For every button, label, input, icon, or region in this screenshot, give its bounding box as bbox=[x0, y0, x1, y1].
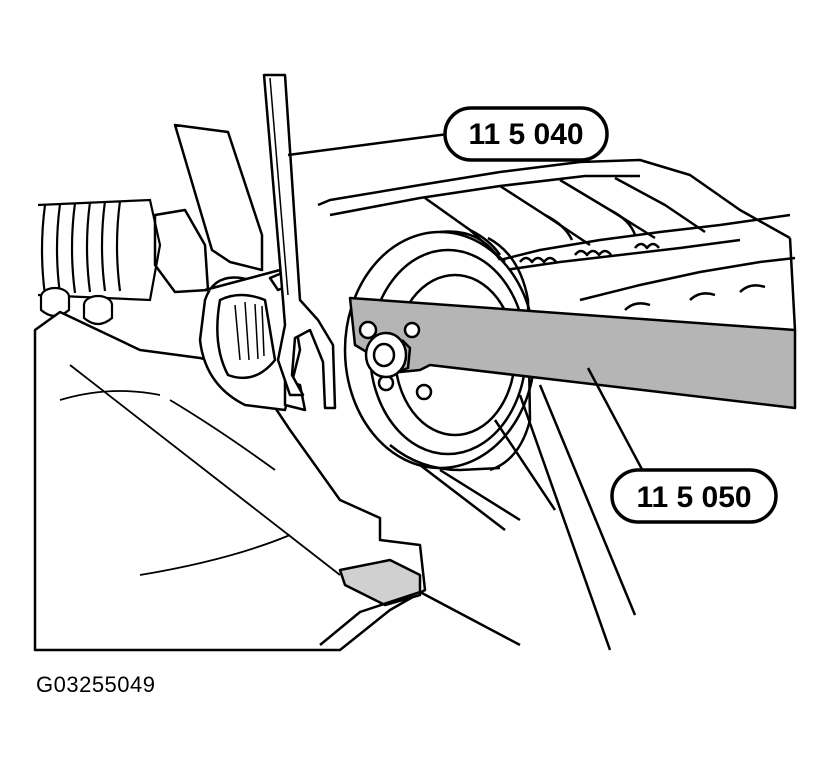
callout-box-11-5-040 bbox=[443, 106, 609, 162]
engine-block bbox=[317, 158, 797, 331]
callout-box-11-5-050 bbox=[610, 468, 778, 524]
callout-label-11-5-040: 11 5 040 bbox=[468, 118, 583, 151]
bellows-hose bbox=[37, 198, 162, 302]
fan-shroud bbox=[33, 310, 521, 652]
callout-label-11-5-050: 11 5 050 bbox=[636, 481, 751, 514]
callout-11-5-040: 11 5 040 bbox=[287, 106, 609, 162]
wrench-11-5-040 bbox=[262, 73, 337, 410]
figure-id: G03255049 bbox=[36, 672, 156, 697]
drive-belt bbox=[493, 384, 637, 651]
holding-fixture-11-5-050 bbox=[348, 296, 797, 410]
crankshaft-pulley bbox=[343, 230, 537, 531]
fan-blade bbox=[153, 123, 264, 294]
housing-bolts bbox=[39, 286, 114, 326]
callout-11-5-050: 11 5 050 bbox=[586, 367, 778, 524]
fan-hub bbox=[198, 268, 307, 412]
leader-line-11-5-050 bbox=[586, 367, 647, 476]
leader-line-11-5-040 bbox=[287, 132, 449, 157]
